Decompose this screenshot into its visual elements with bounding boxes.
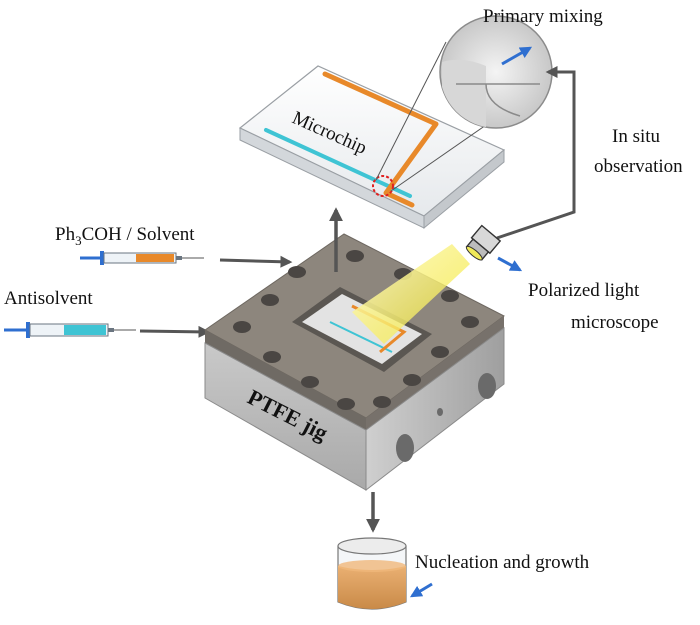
mixing-point-highlight: [372, 175, 394, 197]
solvent-channel: [322, 71, 439, 208]
antisolvent-inlet-arrow: [139, 325, 211, 338]
polarized-light-label-line2: microscope: [571, 312, 659, 333]
in-situ-label-line2: observation: [594, 156, 683, 177]
polarized-light-beam: [352, 244, 470, 344]
syringe-icon: [80, 251, 204, 265]
primary-mixing-label: Primary mixing: [483, 6, 603, 27]
zoom-line-left: [375, 41, 447, 181]
ph3coh-solvent-label: Ph3COH / Solvent: [55, 224, 195, 248]
side-port-left: [396, 434, 414, 462]
beaker-icon: [337, 537, 407, 610]
solvent-inlet-arrow: [219, 255, 293, 268]
beaker-pointer-arrow: [409, 582, 433, 598]
nucleation-label: Nucleation and growth: [415, 552, 590, 573]
flow-direction-arrow: [501, 46, 533, 66]
polarized-light-label-line1: Polarized light: [528, 280, 640, 301]
antisolvent-channel: [264, 128, 412, 198]
microscope-objective-icon: [465, 224, 502, 261]
microchip: [238, 65, 506, 230]
side-port-right: [478, 373, 496, 399]
syringe-icon: [4, 322, 136, 338]
antisolvent-label: Antisolvent: [4, 288, 93, 309]
microscope-pointer-arrow: [497, 256, 523, 272]
observation-feedback-arrow: [496, 66, 576, 240]
in-situ-label-line1: In situ: [612, 126, 661, 147]
side-port-small: [437, 408, 443, 416]
ptfe-jig: [204, 233, 505, 492]
magnifier-circle-icon: [439, 15, 553, 129]
